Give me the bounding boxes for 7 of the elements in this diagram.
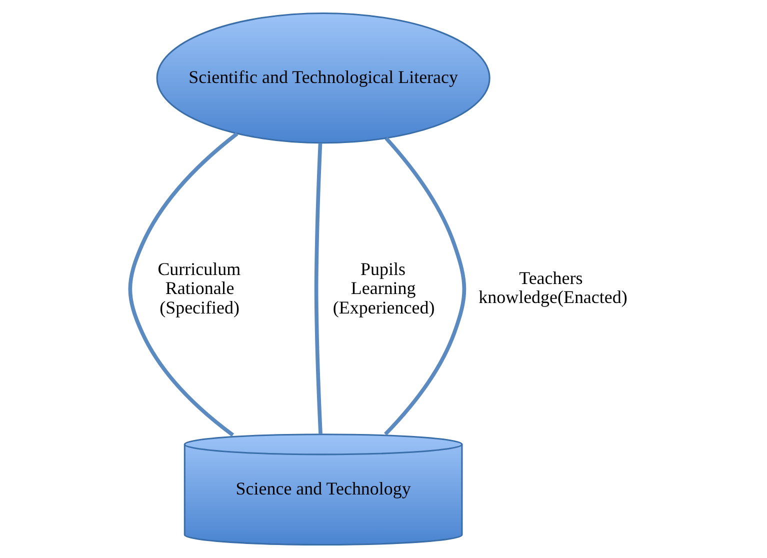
connector <box>314 143 322 434</box>
edge-label: Teachers knowledge(Enacted) <box>478 268 627 308</box>
connector <box>383 136 466 436</box>
edge-label: Pupils Learning (Experienced) <box>332 258 434 318</box>
node-ellipse: Scientific and Technological Literacy <box>156 12 490 144</box>
connector <box>128 132 238 437</box>
edge-label: Curriculum Rationale (Specified) <box>157 258 240 318</box>
